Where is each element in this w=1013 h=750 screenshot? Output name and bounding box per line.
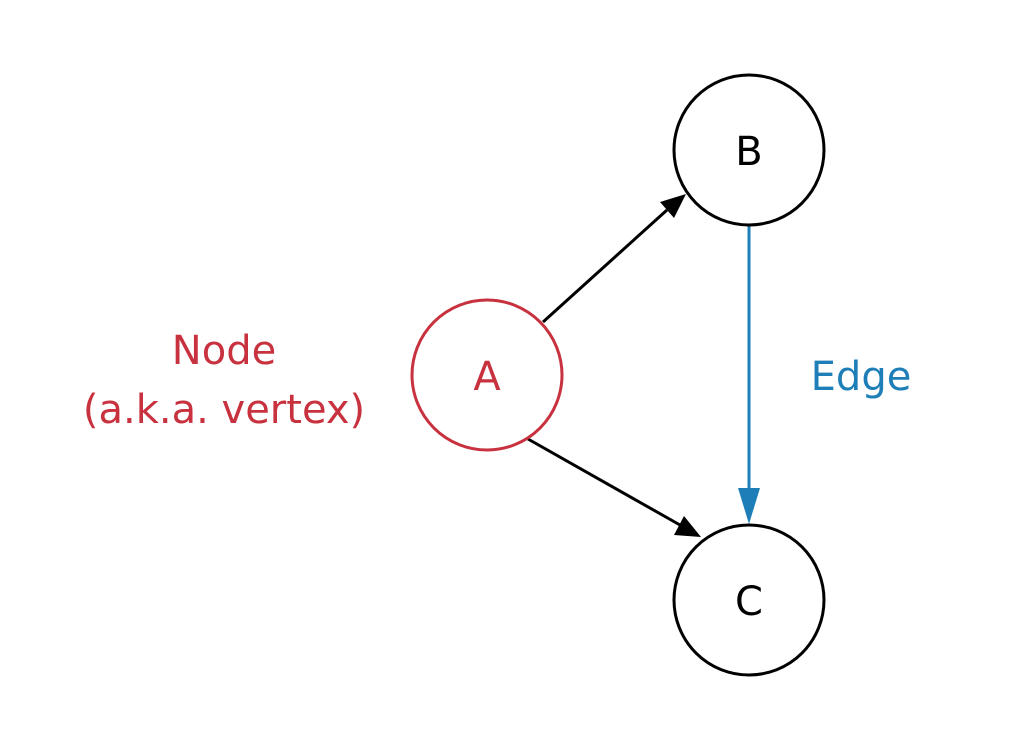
node-annotation: Node (a.k.a. vertex) [83,328,365,433]
edge-a-to-b [541,194,686,324]
node-annotation-line1: Node [172,328,276,374]
arrowhead-a-to-c [674,516,701,537]
node-b-circle [672,73,826,227]
arrowhead-a-to-b [660,194,686,218]
edge-a-to-c [527,437,701,537]
node-b-label: B [735,129,762,175]
edge-b-to-c [738,226,760,524]
node-a: A [410,298,564,452]
edge-annotation: Edge [811,354,912,400]
node-annotation-line2: (a.k.a. vertex) [83,387,365,433]
node-a-label: A [473,354,501,400]
node-c-circle [672,523,826,677]
node-b: B [672,73,826,227]
arrowhead-b-to-c [738,488,760,524]
node-c-label: C [735,579,763,625]
node-c: C [672,523,826,677]
node-a-circle [410,298,564,452]
